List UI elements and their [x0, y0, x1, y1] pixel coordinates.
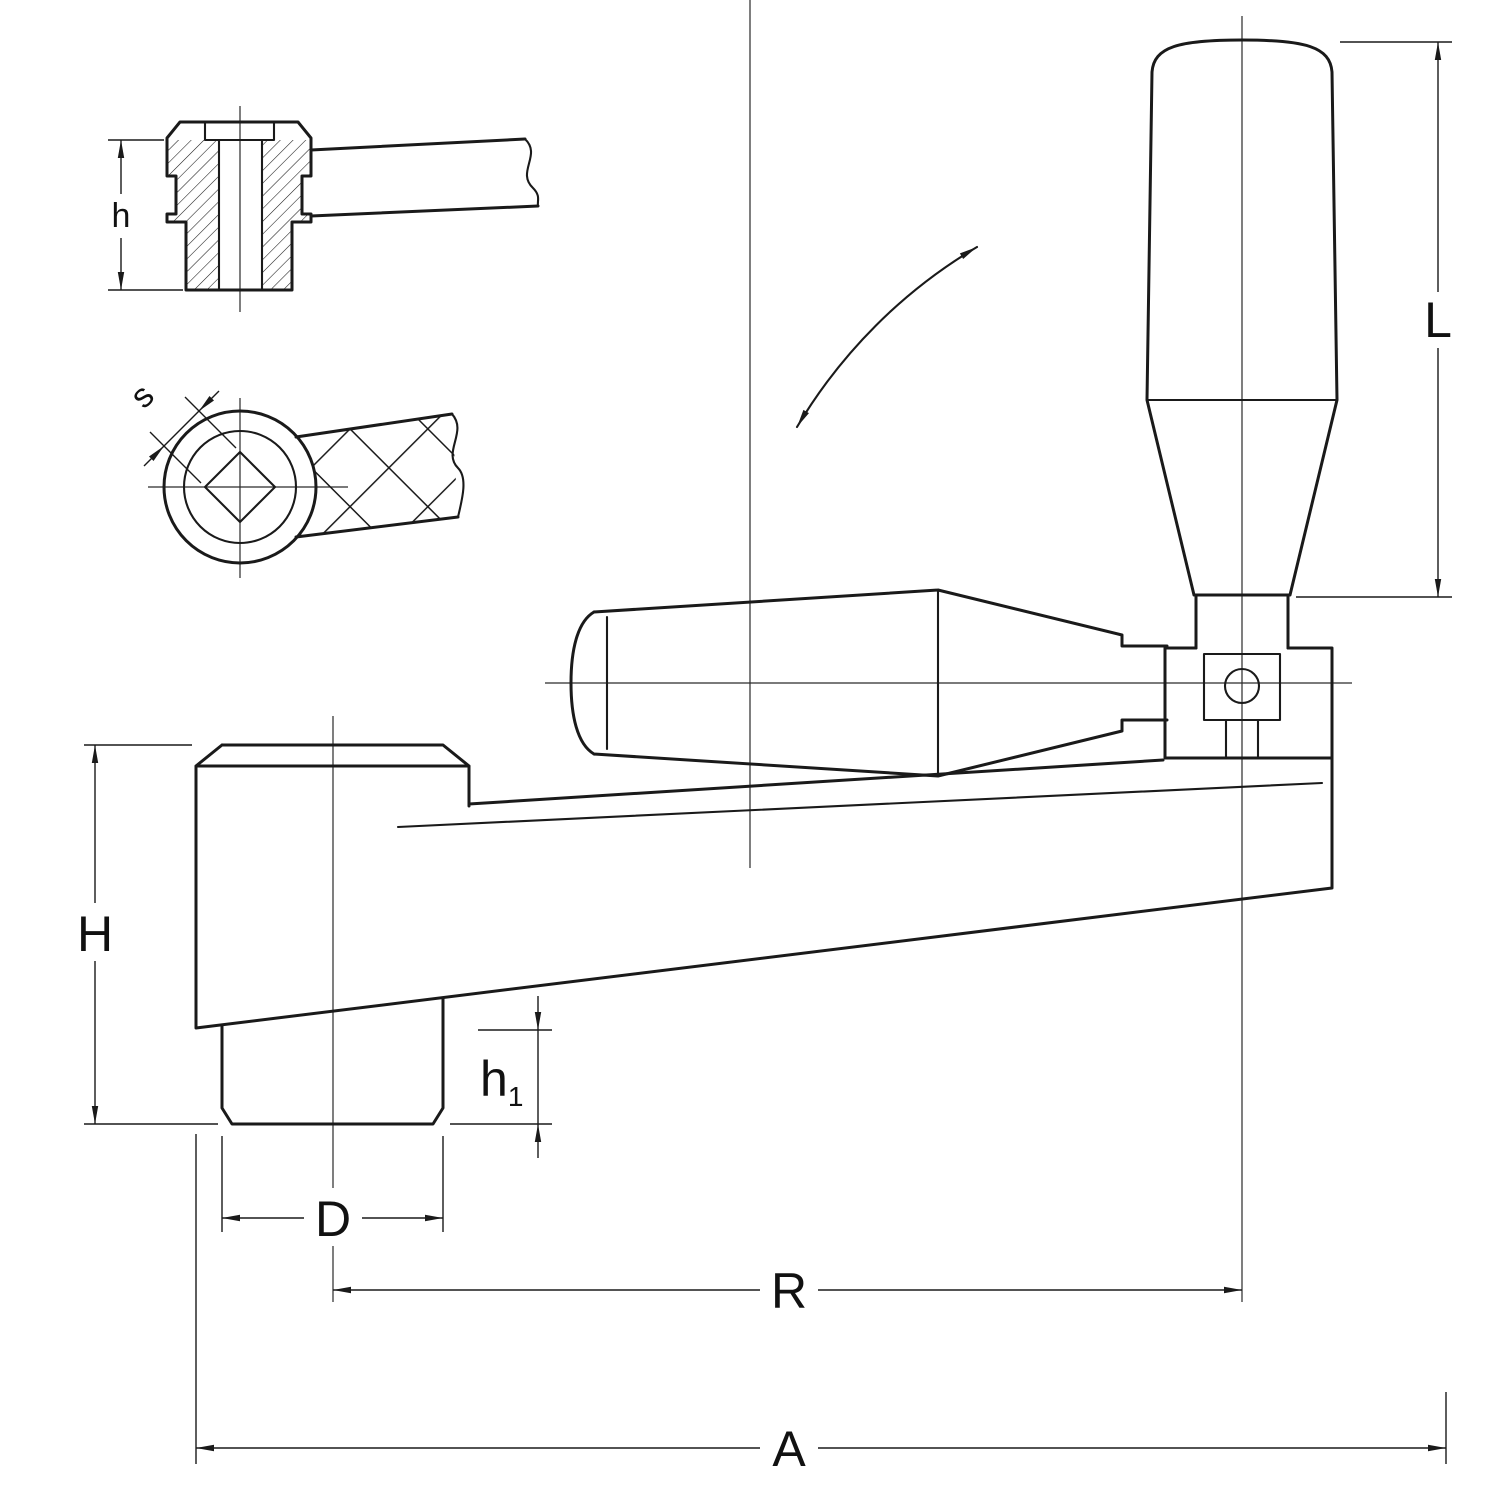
arm-section-view	[162, 409, 465, 565]
rotation-arc	[795, 245, 979, 429]
dimension-h: h	[102, 139, 183, 291]
hub-section-hatch-left	[167, 140, 219, 290]
dimension-H: H	[68, 744, 218, 1125]
crank-arm-outline	[194, 743, 1334, 1030]
hub-section-arm-break-line	[523, 137, 540, 208]
hub-section-view	[165, 120, 540, 292]
h-label-bg	[102, 194, 140, 238]
H-dimension-label: H	[77, 906, 113, 962]
hub-section-arm-edges	[309, 137, 540, 218]
pivot-housing	[1163, 646, 1334, 760]
centerlines	[148, 0, 1352, 1302]
dimension-L: L	[1296, 41, 1464, 598]
L-dimension-label: L	[1424, 292, 1452, 348]
arm-fillet-line	[396, 781, 1324, 829]
dimension-D: D	[221, 1136, 444, 1247]
pivot-inner-block	[1202, 652, 1282, 760]
s-arrow-upper	[198, 390, 220, 412]
dimension-R: R	[333, 1260, 1242, 1319]
arm-section-outer-circle	[162, 409, 318, 565]
H-extension-lines	[84, 744, 218, 1125]
s-dimension-line	[163, 410, 200, 447]
dimension-s: s	[123, 377, 237, 484]
h1-label-subscript: 1	[508, 1081, 524, 1112]
main-view	[194, 38, 1339, 1126]
h1-dimension-label: h1	[480, 1051, 523, 1112]
arm-section-lattice	[297, 414, 458, 537]
folded-grip-outline	[569, 588, 1169, 778]
square-bore	[203, 450, 277, 524]
hub-section-bore	[203, 120, 276, 292]
h1-label-base: h	[480, 1051, 508, 1107]
A-label-bg	[760, 1418, 818, 1476]
arm-section-inner-circle	[182, 429, 298, 545]
pivot-pin	[1223, 667, 1261, 705]
arm-section-break-line	[450, 412, 465, 519]
L-label-bg	[1412, 292, 1464, 348]
A-dimension-label: A	[772, 1421, 806, 1477]
s-extension-lines	[149, 396, 237, 484]
hub-section-outline	[165, 120, 313, 292]
arm-section-arm-edges	[294, 412, 460, 539]
D-label-bg	[304, 1188, 362, 1246]
R-dimension-label: R	[771, 1263, 807, 1319]
R-label-bg	[760, 1260, 818, 1318]
dimension-h1: h1	[450, 996, 552, 1158]
dimension-A: A	[195, 1134, 1447, 1477]
rotation-arrow	[795, 245, 979, 429]
H-label-bg	[68, 903, 122, 961]
s-dimension-label: s	[123, 377, 162, 416]
upright-grip-outline	[1145, 38, 1339, 650]
hub-section-hatch-right	[262, 140, 311, 290]
A-extension-lines	[195, 1134, 1447, 1464]
L-extension-lines	[1296, 41, 1452, 598]
hub-boss-outline	[220, 996, 445, 1126]
D-dimension-label: D	[315, 1191, 351, 1247]
h-dimension-label: h	[112, 197, 131, 235]
s-arrow-lower	[143, 445, 165, 467]
